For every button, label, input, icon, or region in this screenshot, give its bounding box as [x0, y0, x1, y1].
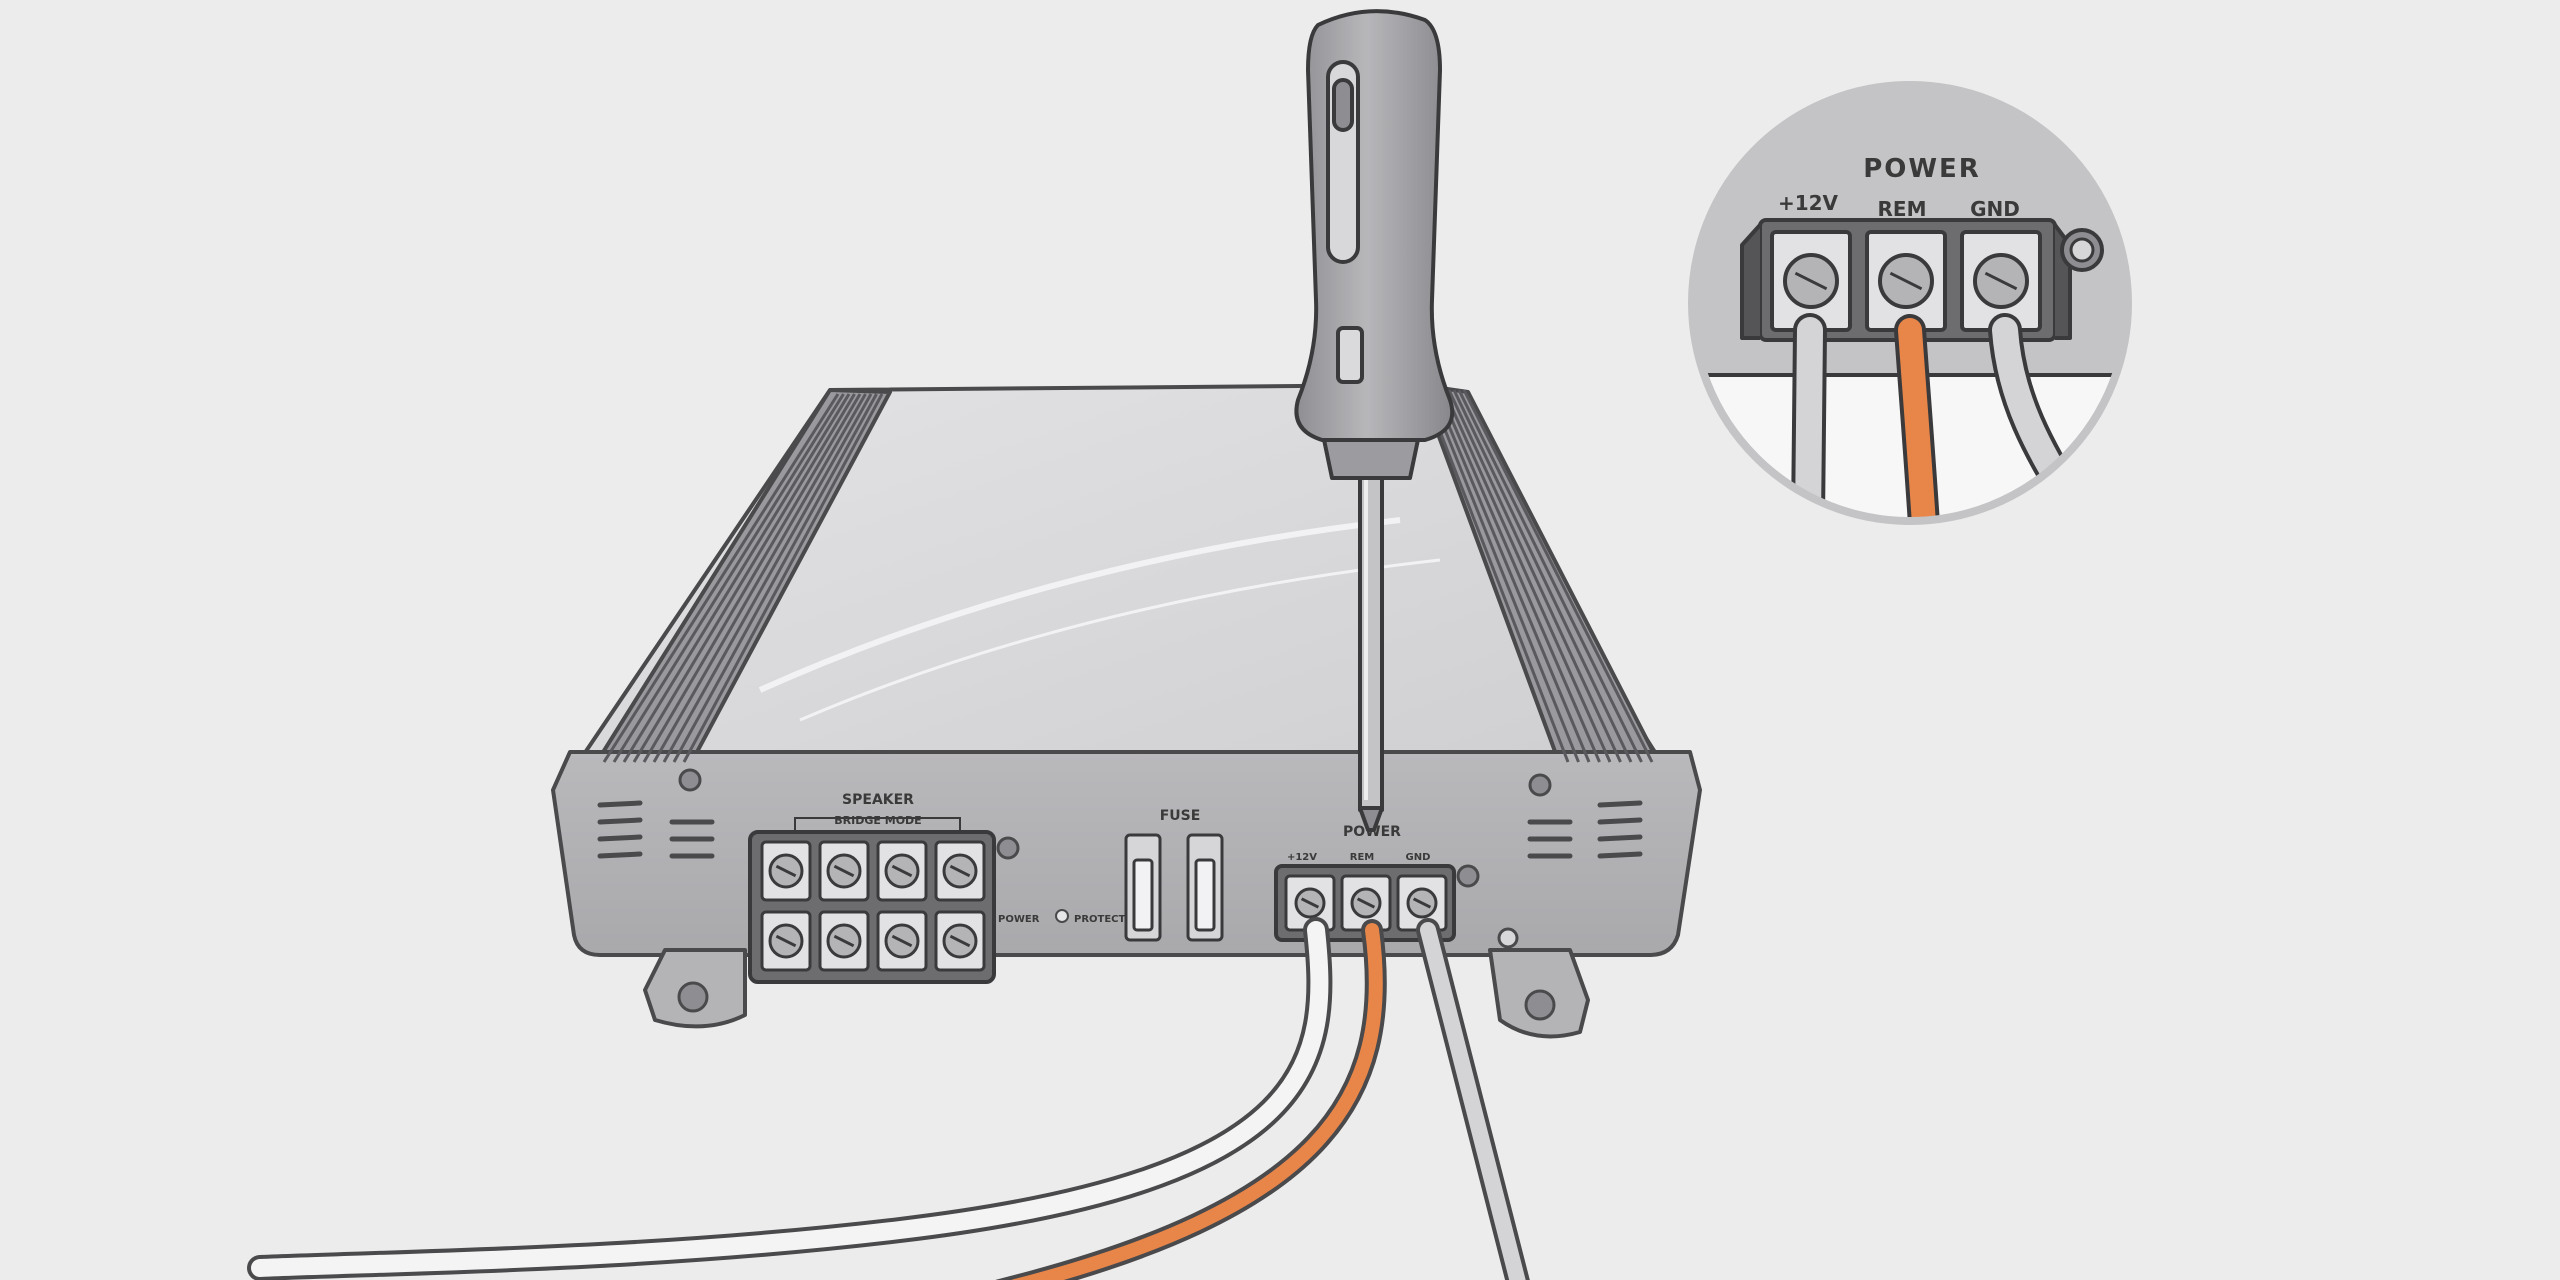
heatsink-fin — [662, 393, 873, 763]
protect-led-label: PROTECT — [1074, 914, 1126, 925]
terminal-screw — [1960, 230, 2042, 332]
right-heatsink-fins — [1422, 389, 1654, 763]
fuse-holders: FUSE — [1124, 808, 1224, 942]
vent-slots — [597, 800, 1643, 859]
power-terminal-zoom-inset: POWER +12V REM GND — [1688, 81, 2132, 525]
heatsink-fin — [1422, 389, 1570, 763]
heatsink-fin — [1432, 389, 1591, 763]
terminal-screw — [934, 910, 986, 972]
speaker-label: SPEAKER — [842, 792, 914, 808]
heatsink-fin — [1452, 389, 1633, 763]
heatsink-fin — [1427, 389, 1580, 763]
screw-icon — [2060, 228, 2104, 272]
heatsink-fin — [682, 393, 884, 763]
inset-label-12v: +12V — [1778, 191, 1839, 215]
heatsink-fin — [622, 393, 851, 763]
terminal-screw — [818, 910, 870, 972]
terminal-screw — [1770, 230, 1852, 332]
terminal-screw — [760, 840, 812, 902]
heatsink-fin — [1447, 389, 1622, 763]
heatsink-fin — [602, 393, 840, 763]
inset-label-gnd: GND — [1970, 197, 2020, 221]
left-heatsink-fins — [602, 393, 884, 763]
terminal-screw — [934, 840, 986, 902]
terminal-label-gnd: GND — [1406, 852, 1431, 863]
inset-power-title: POWER — [1863, 154, 1981, 184]
terminal-screw — [876, 840, 928, 902]
terminal-screw — [818, 840, 870, 902]
heatsink-fin — [652, 393, 867, 763]
heatsink-fin — [632, 393, 856, 763]
power-led — [1055, 909, 1069, 923]
terminal-screw — [1340, 874, 1392, 932]
heatsink-fin — [612, 393, 845, 763]
terminal-label-rem: REM — [1350, 852, 1375, 863]
bridge-mode-label: BRIDGE MODE — [834, 814, 921, 827]
heatsink-fin — [1462, 389, 1654, 763]
screwdriver-icon — [1294, 9, 1455, 832]
terminal-screw — [876, 910, 928, 972]
inset-label-rem: REM — [1878, 197, 1927, 221]
screw-icon — [677, 768, 1556, 1021]
terminal-screw — [760, 910, 812, 972]
screwdriver-handle — [1294, 9, 1455, 442]
heatsink-fin — [1457, 389, 1643, 763]
heatsink-fin — [642, 393, 862, 763]
power-led-label: POWER — [998, 914, 1040, 925]
speaker-terminal-block: SPEAKER BRIDGE MODE — [748, 792, 996, 984]
heatsink-fin — [672, 393, 878, 763]
heatsink-fin — [1437, 389, 1601, 763]
wires — [247, 917, 1530, 1280]
heatsink-fin — [1442, 389, 1612, 763]
terminal-label-12v: +12V — [1287, 852, 1317, 863]
fuse-label: FUSE — [1160, 808, 1201, 824]
terminal-screw — [1865, 230, 1947, 332]
terminal-screw — [1284, 874, 1336, 932]
